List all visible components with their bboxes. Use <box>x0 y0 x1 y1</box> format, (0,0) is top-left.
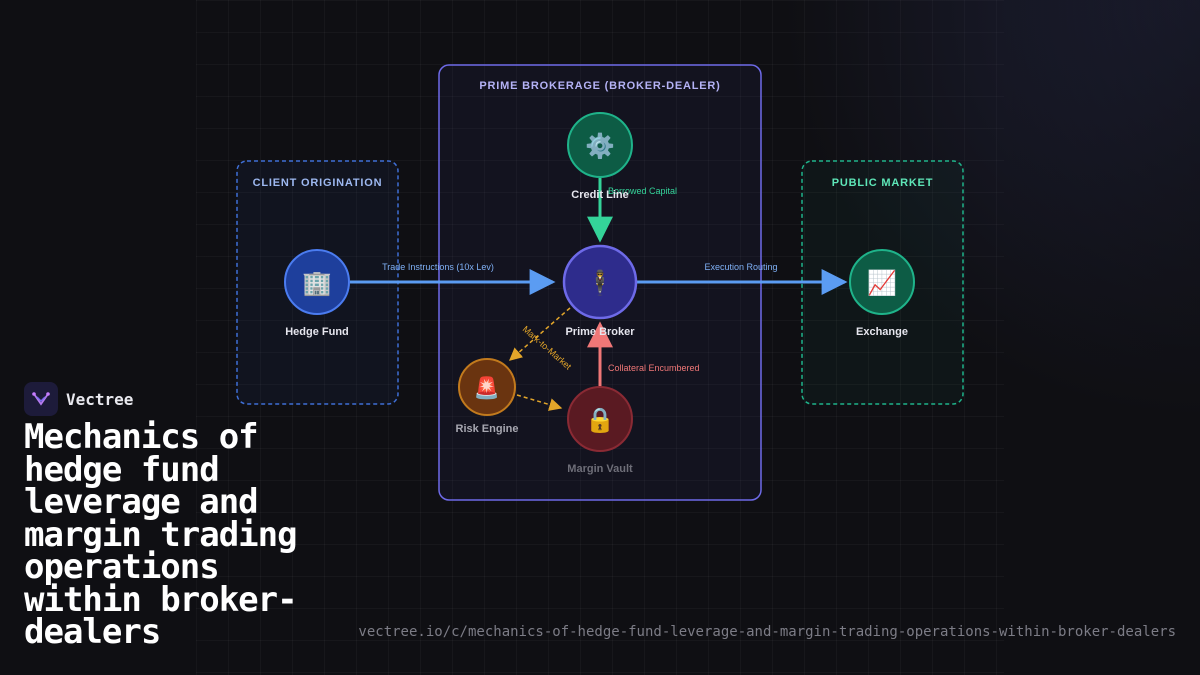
node-label-prime-broker: Prime Broker <box>565 326 635 338</box>
node-risk-engine[interactable]: 🚨 Risk Engine <box>456 358 519 435</box>
chart-increasing-icon: 📈 <box>867 269 897 297</box>
node-label-credit-line: Credit Line <box>571 189 628 201</box>
lock-icon: 🔒 <box>585 406 615 434</box>
edge-label-borrowed: Borrowed Capital <box>608 186 677 196</box>
node-prime-broker[interactable]: 🕴 Prime Broker <box>562 244 638 338</box>
siren-icon: 🚨 <box>474 375 500 400</box>
node-hedge-fund[interactable]: 🏢 Hedge Fund <box>284 249 350 338</box>
brand[interactable]: Vectree <box>24 382 133 416</box>
brand-name: Vectree <box>66 389 134 409</box>
node-margin-vault[interactable]: 🔒 Margin Vault <box>567 386 633 475</box>
office-building-icon: 🏢 <box>302 269 332 297</box>
edge-risk-to-vault <box>516 394 563 411</box>
group-title-client: CLIENT ORIGINATION <box>253 177 383 189</box>
node-label-margin-vault: Margin Vault <box>567 463 633 475</box>
group-title-prime: PRIME BROKERAGE (BROKER-DEALER) <box>479 80 720 92</box>
edge-label-collateral: Collateral Encumbered <box>608 363 700 373</box>
edge-mark-to-market <box>509 307 571 361</box>
group-title-market: PUBLIC MARKET <box>832 177 933 189</box>
node-label-hedge-fund: Hedge Fund <box>285 326 349 338</box>
vectree-logo-icon <box>24 382 58 416</box>
node-label-risk-engine: Risk Engine <box>456 423 519 435</box>
page-title: Mechanics of hedge fund leverage and mar… <box>24 417 298 652</box>
page-url[interactable]: vectree.io/c/mechanics-of-hedge-fund-lev… <box>358 624 1176 640</box>
gear-icon: ⚙️ <box>585 132 615 160</box>
node-exchange[interactable]: 📈 Exchange <box>849 249 915 338</box>
node-credit-line[interactable]: ⚙️ Credit Line <box>567 112 633 201</box>
edge-label-trade: Trade Instructions (10x Lev) <box>382 262 494 272</box>
node-label-exchange: Exchange <box>856 326 908 338</box>
businessman-icon: 🕴 <box>585 269 615 297</box>
edge-label-execution: Execution Routing <box>704 262 777 272</box>
